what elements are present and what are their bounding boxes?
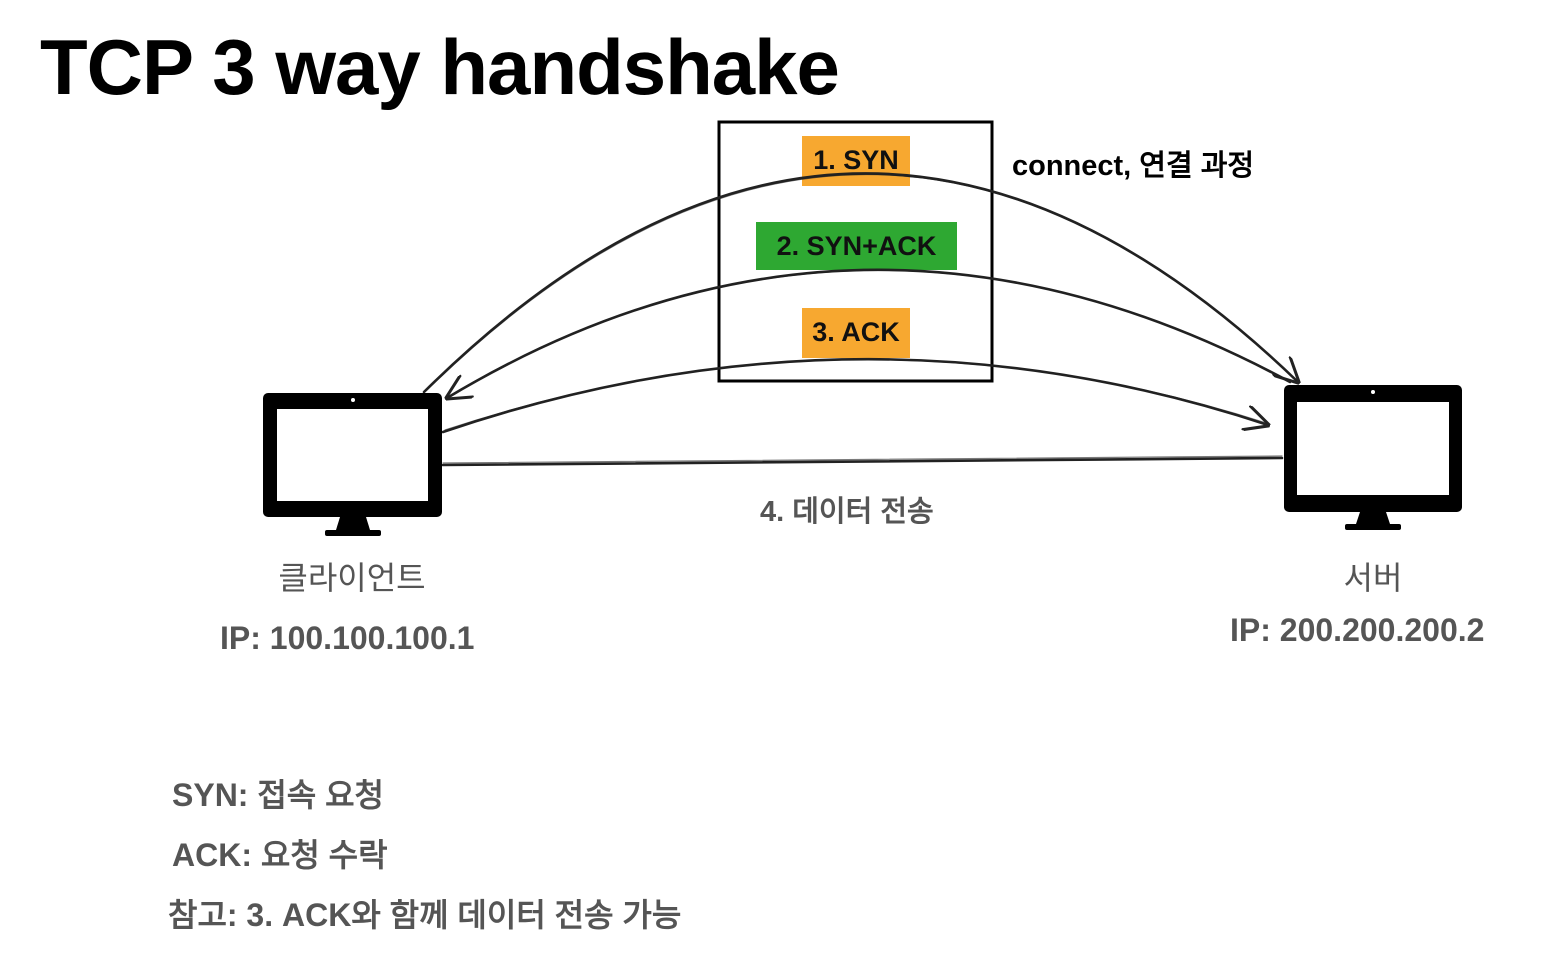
client-ip-address: IP: 100.100.100.1 (220, 620, 475, 656)
ack-tag-background (802, 308, 910, 358)
client-label: 클라이언트 (278, 560, 426, 596)
connect-process-label: connect, 연결 과정 (1012, 150, 1255, 182)
ack-step-label: 3. ACK (812, 317, 900, 347)
server-ip-address: IP: 200.200.200.2 (1230, 612, 1485, 648)
ack-definition-note: ACK: 요청 수락 (172, 837, 388, 873)
data-transfer-label: 4. 데이터 전송 (760, 496, 934, 528)
server-label: 서버 (1343, 560, 1403, 596)
client-monitor-icon (263, 393, 442, 536)
synack-step-label: 2. SYN+ACK (776, 231, 937, 261)
syn-tag-background (802, 136, 910, 186)
handshake-steps-box (717, 120, 994, 383)
syn-definition-note: SYN: 접속 요청 (172, 777, 384, 813)
syn-step-label: 1. SYN (813, 145, 899, 175)
reference-note: 참고: 3. ACK와 함께 데이터 전송 가능 (168, 897, 682, 933)
server-monitor-icon (1284, 385, 1462, 530)
synack-tag-background (756, 222, 957, 270)
page-title: TCP 3 way handshake (40, 23, 840, 111)
data-transfer-line (441, 456, 1284, 467)
